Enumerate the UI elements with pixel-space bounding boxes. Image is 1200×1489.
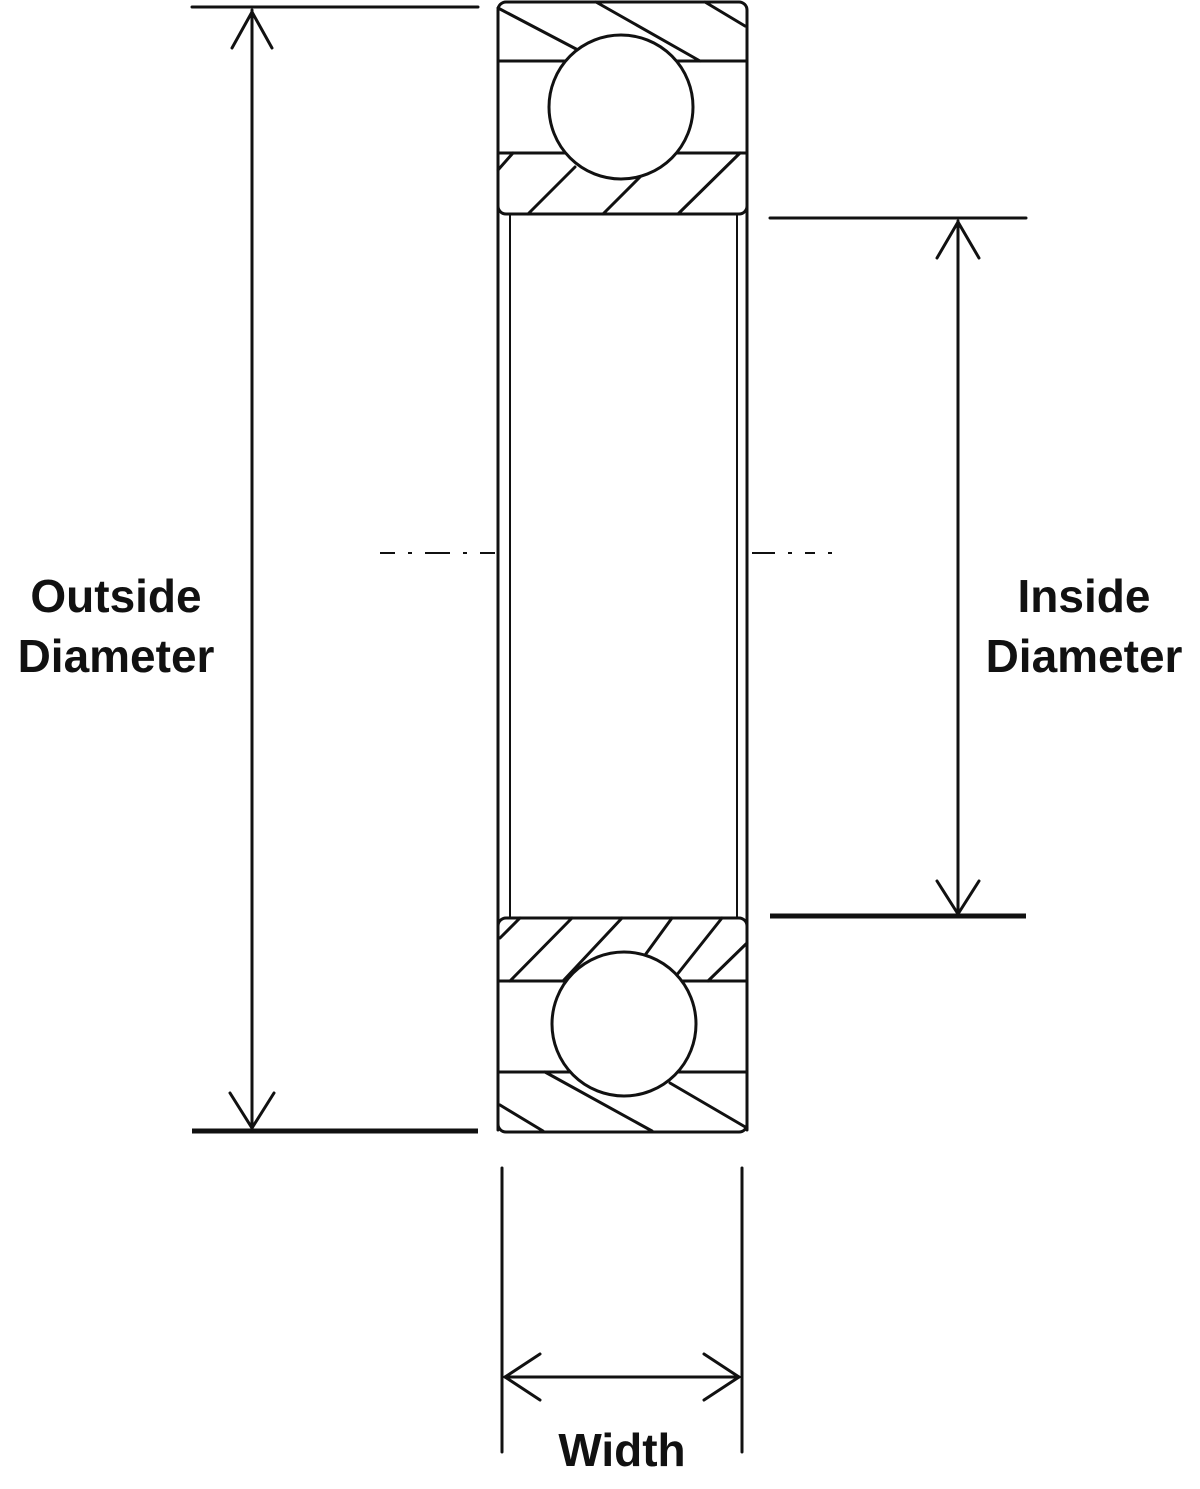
outside-diameter-dimension [190,5,480,1134]
arrow-right-icon [702,1352,742,1402]
inside-diameter-label-line1: Inside [1018,570,1151,622]
width-dimension [500,1166,744,1454]
outside-diameter-label-line1: Outside [30,570,201,622]
width-label: Width [558,1424,685,1476]
arrow-up-icon [935,219,981,260]
outside-diameter-label-line2: Diameter [18,630,215,682]
arrow-down-icon [228,1091,276,1131]
arrow-down-icon [935,879,981,917]
arrow-up-icon [230,8,274,50]
inside-diameter-dimension [768,216,1028,919]
bearing-cross-section [496,0,749,1134]
arrow-left-icon [502,1352,542,1402]
bottom-ball [550,950,698,1098]
inside-diameter-label-line2: Diameter [986,630,1183,682]
top-ball [547,33,695,181]
bottom-bearing-section [496,916,749,1134]
top-bearing-section [496,0,749,216]
